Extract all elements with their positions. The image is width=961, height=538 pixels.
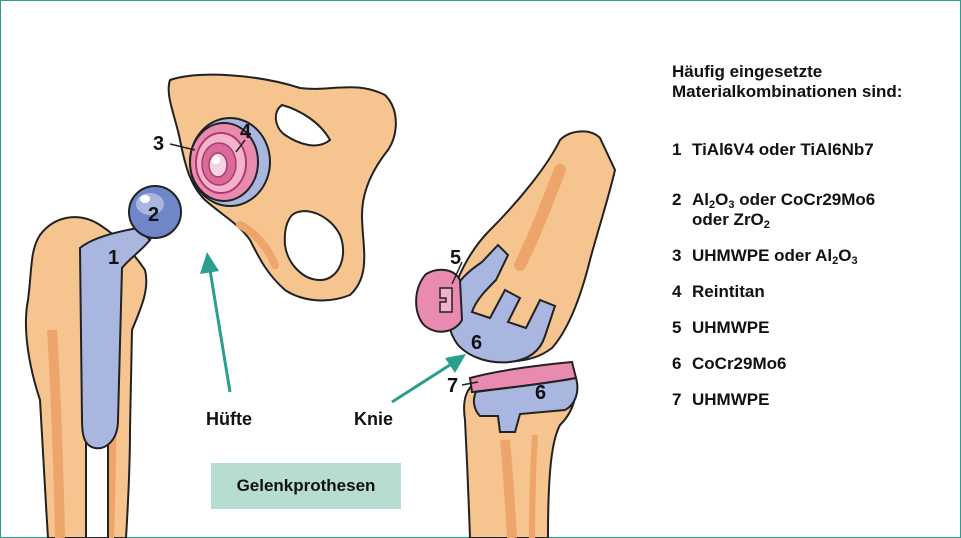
- legend-item-5: 5 UHMWPE: [672, 318, 952, 338]
- legend-item-text: UHMWPE: [692, 390, 952, 410]
- acetabular-cup: [190, 118, 270, 206]
- legend-heading-line-2: Materialkombinationen sind:: [672, 82, 952, 102]
- legend-heading: Häufig eingesetzte Materialkombinationen…: [672, 62, 952, 102]
- legend-item-6: 6 CoCr29Mo6: [672, 354, 952, 374]
- marker-6-femoral: 6: [471, 332, 482, 354]
- formula-part: oder CoCr29Mo6: [734, 190, 875, 209]
- caption-box: Gelenkprothesen: [211, 463, 401, 509]
- formula-part: O: [715, 190, 728, 209]
- legend-item-text: Al2O3 oder CoCr29Mo6 oder ZrO2: [692, 190, 952, 230]
- legend-item-number: 2: [672, 190, 692, 230]
- formula-subscript: 3: [851, 255, 857, 267]
- legend-item-text: TiAl6V4 oder TiAl6Nb7: [692, 140, 952, 160]
- legend-item-7: 7 UHMWPE: [672, 390, 952, 410]
- legend-heading-line-1: Häufig eingesetzte: [672, 62, 952, 82]
- legend-item-1: 1 TiAl6V4 oder TiAl6Nb7: [672, 140, 952, 160]
- marker-3: 3: [153, 133, 164, 155]
- legend-item-4: 4 Reintitan: [672, 282, 952, 302]
- legend-item-number: 1: [672, 140, 692, 160]
- legend-item-text: Reintitan: [692, 282, 952, 302]
- legend-item-text: UHMWPE: [692, 318, 952, 338]
- formula-part: O: [838, 246, 851, 265]
- legend-item-number: 3: [672, 246, 692, 266]
- legend-item-text: UHMWPE oder Al2O3: [692, 246, 952, 266]
- marker-1: 1: [108, 247, 119, 269]
- hip-arrow: [200, 252, 230, 392]
- caption-text: Gelenkprothesen: [237, 476, 376, 496]
- formula-part: Al: [692, 190, 709, 209]
- marker-2: 2: [148, 204, 159, 226]
- legend-item-3: 3 UHMWPE oder Al2O3: [672, 246, 952, 266]
- legend-item-number: 6: [672, 354, 692, 374]
- formula-part: UHMWPE oder Al: [692, 246, 832, 265]
- marker-5: 5: [450, 247, 461, 269]
- marker-7: 7: [447, 375, 458, 397]
- legend-item-number: 4: [672, 282, 692, 302]
- formula-subscript: 2: [764, 219, 770, 231]
- patella-component: [416, 270, 462, 332]
- legend-item-number: 5: [672, 318, 692, 338]
- legend-item-2: 2 Al2O3 oder CoCr29Mo6 oder ZrO2: [672, 190, 952, 230]
- knee-label: Knie: [354, 409, 393, 429]
- legend-item-number: 7: [672, 390, 692, 410]
- hip-label: Hüfte: [206, 409, 252, 429]
- material-legend: Häufig eingesetzte Materialkombinationen…: [672, 62, 952, 410]
- marker-6-tibial: 6: [535, 382, 546, 404]
- formula-part: oder ZrO: [692, 210, 764, 229]
- marker-4: 4: [240, 121, 252, 143]
- legend-item-text: CoCr29Mo6: [692, 354, 952, 374]
